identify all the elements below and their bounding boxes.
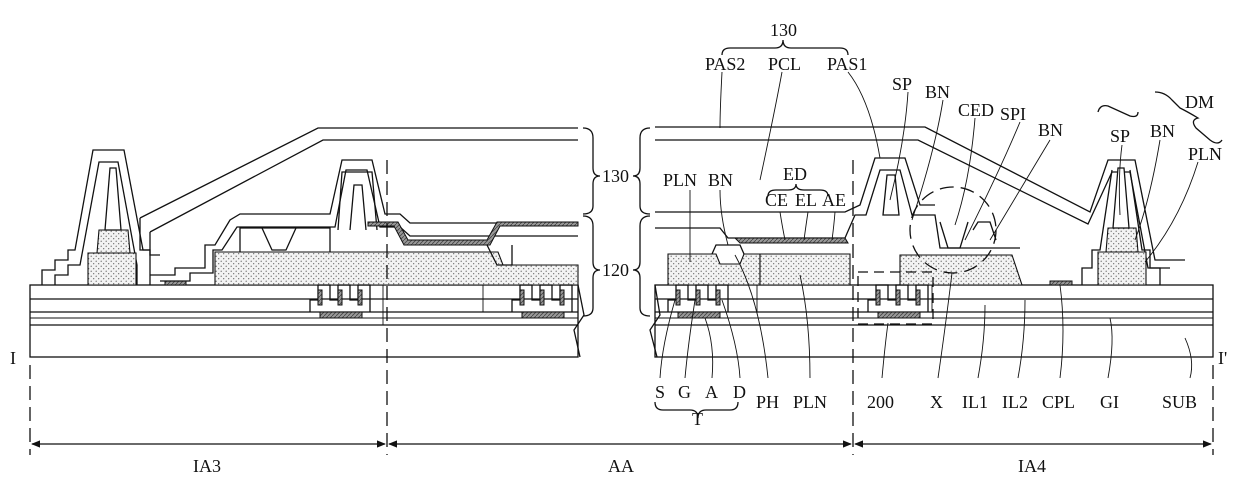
- label-x: X: [930, 392, 943, 412]
- label-il1: IL1: [962, 392, 988, 412]
- label-i-left: I: [10, 348, 16, 368]
- label-s: S: [655, 382, 665, 402]
- label-cpl: CPL: [1042, 392, 1075, 412]
- label-t: T: [692, 409, 703, 429]
- right-structure: [655, 127, 1185, 324]
- label-gi: GI: [1100, 392, 1119, 412]
- label-a: A: [705, 382, 718, 402]
- label-ia4: IA4: [1018, 456, 1046, 476]
- label-bn-2: BN: [1038, 120, 1063, 140]
- label-d: D: [733, 382, 746, 402]
- label-ae: AE: [822, 190, 846, 210]
- label-il2: IL2: [1002, 392, 1028, 412]
- label-ce: CE: [765, 190, 788, 210]
- region-dividers: [30, 160, 1213, 455]
- label-dm: DM: [1185, 92, 1214, 112]
- left-tft-2: [512, 285, 572, 318]
- label-200: 200: [867, 392, 894, 412]
- label-sp-2: SP: [1110, 126, 1130, 146]
- label-pln-right: PLN: [1188, 144, 1222, 164]
- label-sp-1: SP: [892, 74, 912, 94]
- label-i-right: I': [1218, 348, 1227, 368]
- label-130-side: 130: [602, 166, 629, 186]
- label-pln-bottom: PLN: [793, 392, 827, 412]
- label-ph: PH: [756, 392, 779, 412]
- label-130-top: 130: [770, 20, 797, 40]
- left-tft-1: [310, 285, 370, 318]
- label-bn-1: BN: [925, 82, 950, 102]
- label-sub: SUB: [1162, 392, 1197, 412]
- label-g: G: [678, 382, 691, 402]
- label-bn-3: BN: [1150, 121, 1175, 141]
- label-ced: CED: [958, 100, 994, 120]
- label-pln-mid: PLN: [663, 170, 697, 190]
- label-ed: ED: [783, 164, 807, 184]
- label-120-side: 120: [602, 260, 629, 280]
- label-pas1: PAS1: [827, 54, 867, 74]
- left-dam: [42, 150, 186, 285]
- label-ia3: IA3: [193, 456, 221, 476]
- label-aa: AA: [608, 456, 634, 476]
- left-planarization: [140, 128, 578, 285]
- label-bn-mid: BN: [708, 170, 733, 190]
- label-el: EL: [795, 190, 817, 210]
- label-pcl: PCL: [768, 54, 801, 74]
- label-pas2: PAS2: [705, 54, 745, 74]
- substrate-stack: [30, 285, 1213, 357]
- label-spi: SPI: [1000, 104, 1026, 124]
- labels: I I' 130 PAS2 PCL PAS1 SP BN CED SPI BN …: [10, 20, 1227, 476]
